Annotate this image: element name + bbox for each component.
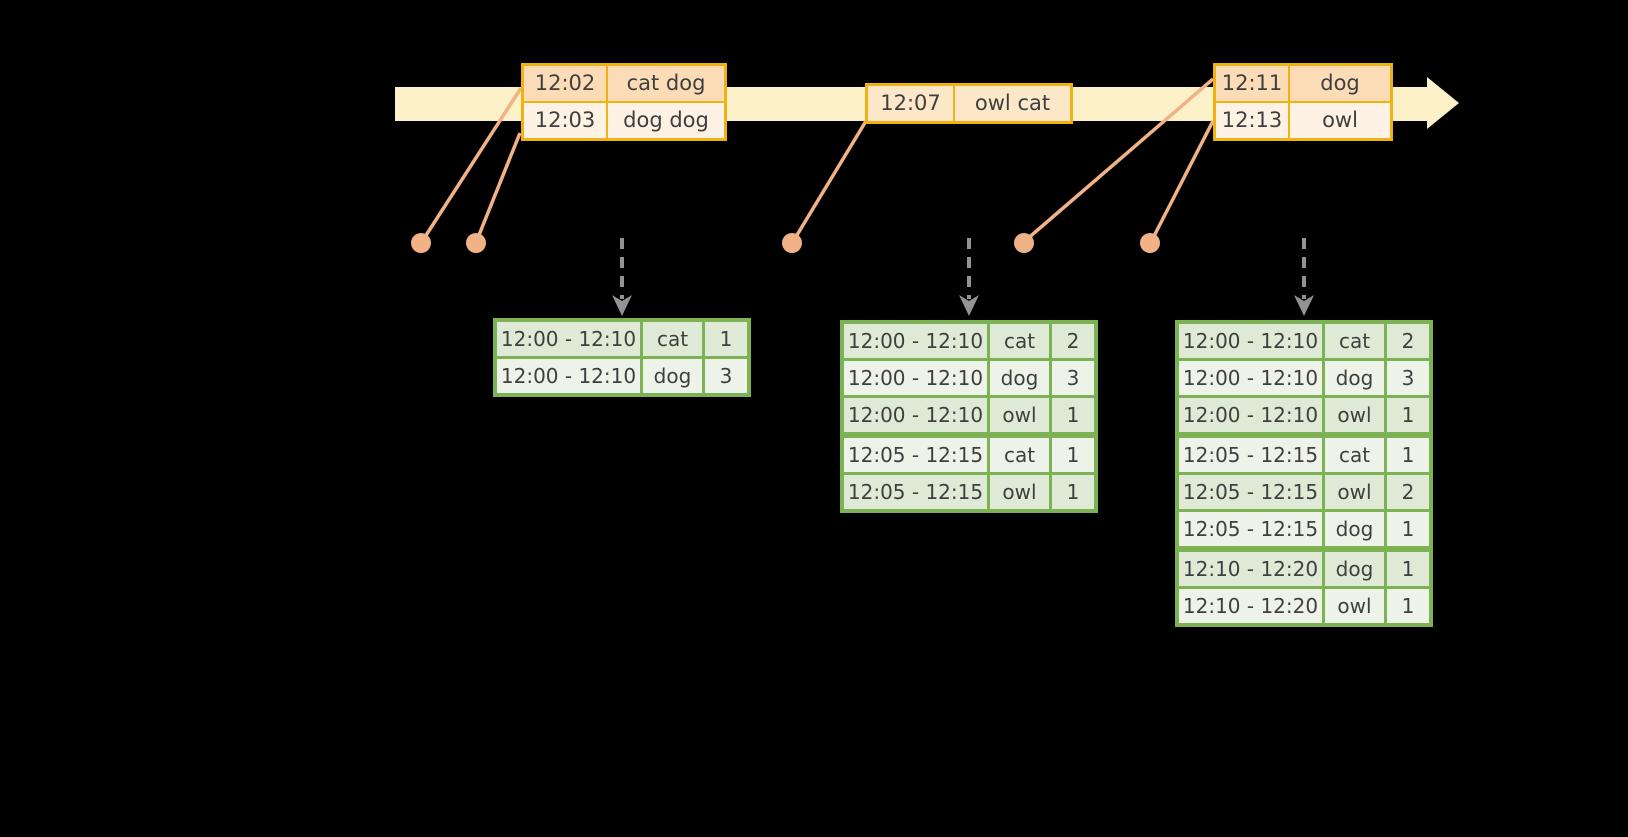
count-cell: 1	[1387, 589, 1429, 623]
event-time-cell: 12:02	[524, 66, 606, 101]
window-cell: 12:05 - 12:15	[844, 438, 987, 472]
event-connector-lines	[421, 77, 1215, 242]
event-dot	[1140, 233, 1160, 253]
event-dot	[782, 233, 802, 253]
count-cell: 3	[1387, 361, 1429, 395]
count-cell: 1	[1387, 438, 1429, 472]
count-cell: 1	[1052, 438, 1094, 472]
event-words-cell: dog dog	[608, 103, 724, 138]
window-cell: 12:00 - 12:10	[497, 359, 640, 393]
event-connector-line	[475, 132, 522, 241]
word-cell: cat	[990, 324, 1049, 358]
count-cell: 2	[1052, 324, 1094, 358]
count-cell: 3	[1052, 361, 1094, 395]
event-dot	[411, 233, 431, 253]
word-cell: cat	[1325, 438, 1384, 472]
window-cell: 12:00 - 12:10	[1179, 324, 1322, 358]
count-cell: 2	[1387, 475, 1429, 509]
event-dots	[411, 233, 1160, 253]
window-cell: 12:05 - 12:15	[1179, 438, 1322, 472]
word-cell: dog	[643, 359, 702, 393]
word-cell: owl	[1325, 475, 1384, 509]
event-dot	[1014, 233, 1034, 253]
window-cell: 12:10 - 12:20	[1179, 552, 1322, 586]
count-cell: 1	[1387, 398, 1429, 432]
window-cell: 12:00 - 12:10	[1179, 361, 1322, 395]
event-connector-line	[1024, 77, 1215, 242]
event-words-cell: owl cat	[955, 86, 1070, 121]
word-cell: owl	[990, 398, 1049, 432]
count-cell: 1	[1052, 475, 1094, 509]
count-cell: 2	[1387, 324, 1429, 358]
word-cell: cat	[990, 438, 1049, 472]
event-words-cell: dog	[1290, 66, 1390, 101]
word-cell: cat	[643, 322, 702, 356]
window-cell: 12:05 - 12:15	[1179, 475, 1322, 509]
count-cell: 1	[1387, 512, 1429, 546]
window-cell: 12:00 - 12:10	[844, 398, 987, 432]
word-cell: dog	[990, 361, 1049, 395]
window-cell: 12:00 - 12:10	[844, 361, 987, 395]
word-cell: cat	[1325, 324, 1384, 358]
window-cell: 12:00 - 12:10	[497, 322, 640, 356]
window-cell: 12:10 - 12:20	[1179, 589, 1322, 623]
count-cell: 3	[705, 359, 747, 393]
event-time-cell: 12:03	[524, 103, 606, 138]
event-words-cell: cat dog	[608, 66, 724, 101]
window-cell: 12:00 - 12:10	[844, 324, 987, 358]
event-connector-line	[1150, 120, 1215, 241]
event-dot	[466, 233, 486, 253]
event-time-cell: 12:13	[1216, 103, 1288, 138]
timeline-arrowhead-icon	[1427, 77, 1459, 129]
event-time-cell: 12:07	[868, 86, 953, 121]
word-cell: dog	[1325, 552, 1384, 586]
window-cell: 12:00 - 12:10	[1179, 398, 1322, 432]
trigger-arrows	[612, 238, 1314, 316]
trigger-arrowhead-icon	[1294, 295, 1314, 316]
event-time-cell: 12:11	[1216, 66, 1288, 101]
event-connector-line	[792, 120, 868, 241]
word-cell: owl	[990, 475, 1049, 509]
trigger-arrowhead-icon	[959, 295, 979, 316]
window-cell: 12:05 - 12:15	[1179, 512, 1322, 546]
word-cell: dog	[1325, 512, 1384, 546]
word-cell: dog	[1325, 361, 1384, 395]
event-words-cell: owl	[1290, 103, 1390, 138]
trigger-arrowhead-icon	[612, 295, 632, 316]
event-connector-line	[421, 87, 523, 241]
count-cell: 1	[705, 322, 747, 356]
count-cell: 1	[1052, 398, 1094, 432]
word-cell: owl	[1325, 398, 1384, 432]
count-cell: 1	[1387, 552, 1429, 586]
word-cell: owl	[1325, 589, 1384, 623]
window-cell: 12:05 - 12:15	[844, 475, 987, 509]
